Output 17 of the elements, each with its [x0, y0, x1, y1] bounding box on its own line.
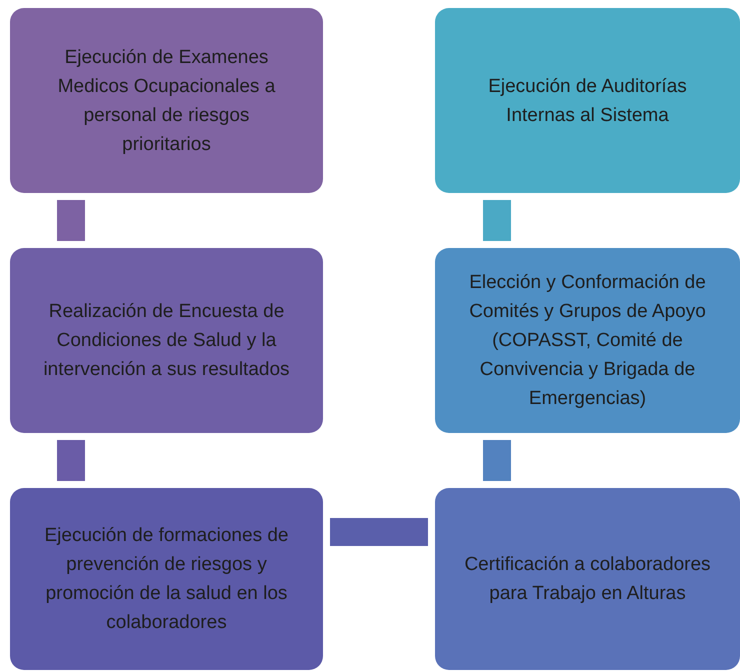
box-text: Ejecución de formaciones de prevención de riesgos y promoción de la salud en los colaboradores: [44, 524, 290, 635]
process-box: [435, 248, 740, 433]
process-box: [10, 488, 323, 670]
box-text: Elección y Conformación de Comités y Grupos de Apoyo (COPASST, Comité de Convivencia y Brigada de Emergencias): [468, 271, 707, 411]
box-text: Realización de Encuesta de Condiciones de Salud y la intervención a sus resultados: [42, 300, 291, 382]
connector-bar: [483, 440, 511, 481]
process-box: [10, 8, 323, 193]
connector-bar: [57, 440, 85, 481]
box-text: Certificación a colaboradores para Trabajo en Alturas: [463, 553, 712, 606]
box-text: Ejecución de Examenes Medicos Ocupacionales a personal de riesgos prioritarios: [56, 46, 276, 156]
connector-bar: [483, 200, 511, 241]
process-box: [10, 248, 323, 433]
process-box: [435, 488, 740, 670]
connector-bar: [330, 518, 428, 546]
box-text: Ejecución de Auditorías Internas al Sistema: [487, 74, 688, 128]
connector-bar: [57, 200, 85, 241]
process-box: [435, 8, 740, 193]
